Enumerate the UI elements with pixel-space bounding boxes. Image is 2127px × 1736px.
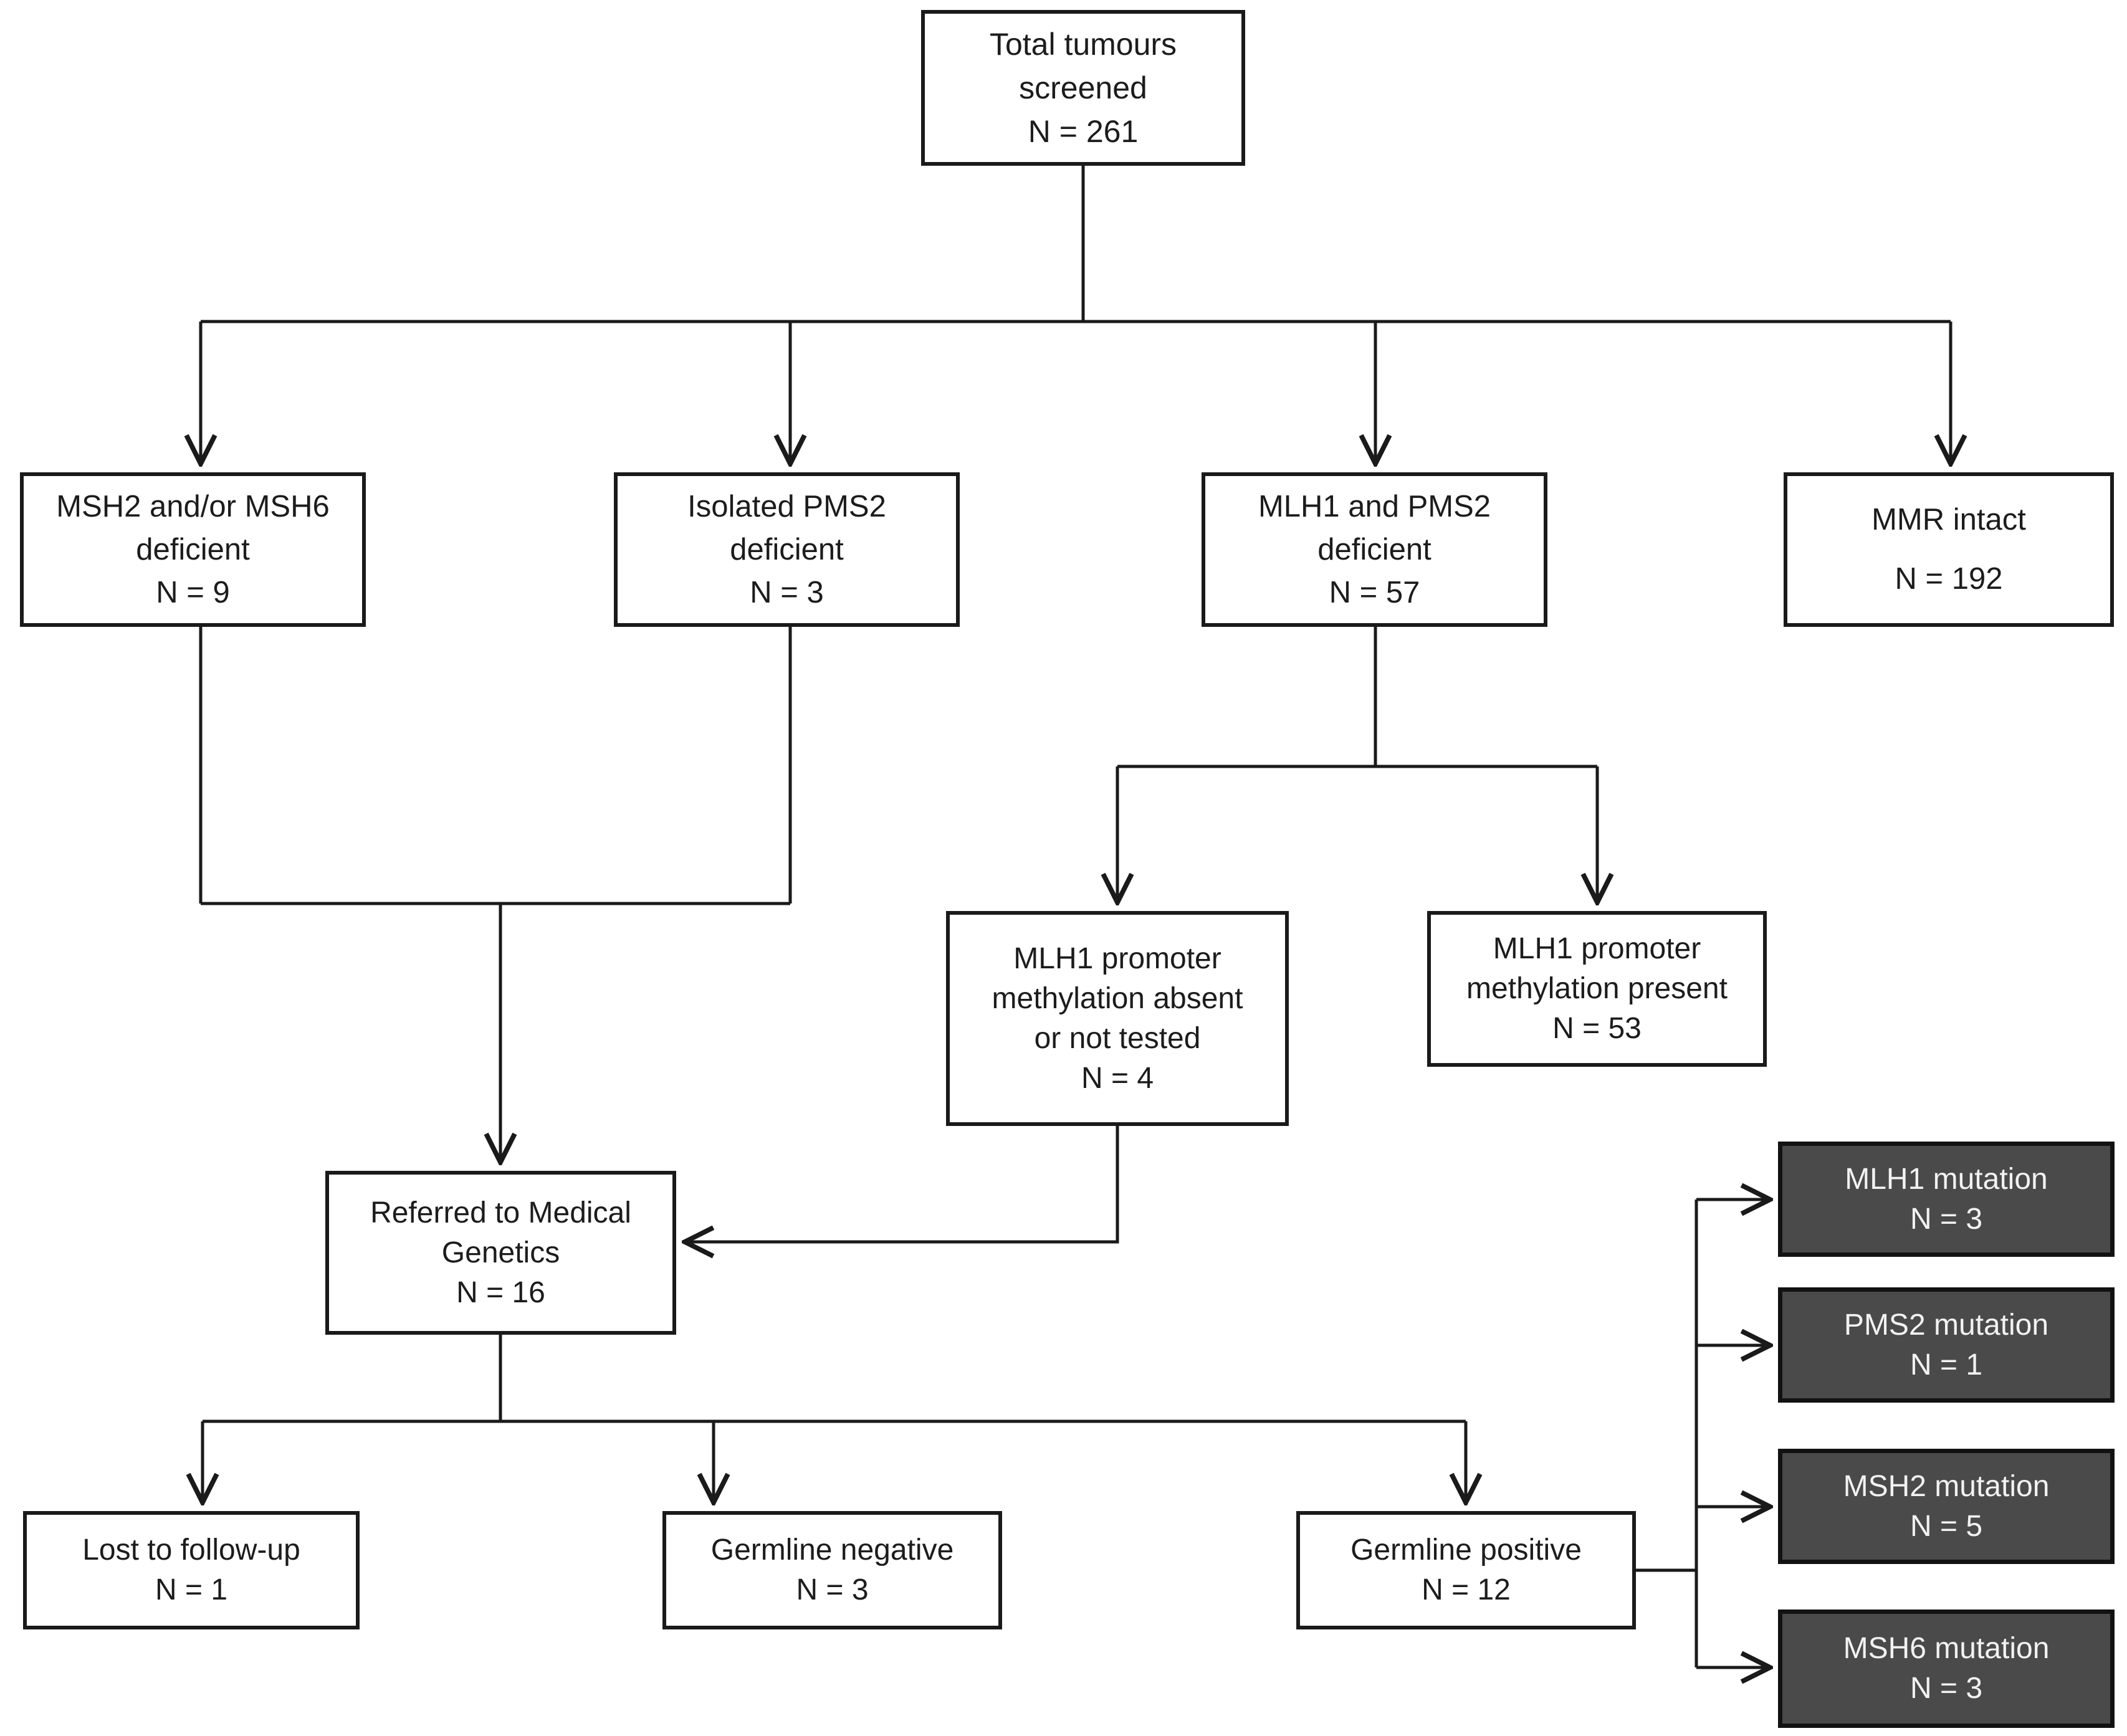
node-line: deficient <box>1317 532 1432 566</box>
node-mlh1-pms2-deficient[interactable]: MLH1 and PMS2 deficient N = 57 <box>1202 472 1547 627</box>
node-line: N = 192 <box>1895 562 2003 596</box>
node-label-msh2-mutation: MSH2 mutation N = 5 <box>1782 1467 2110 1547</box>
node-line: N = 53 <box>1552 1012 1642 1045</box>
node-label-germline-negative: Germline negative N = 3 <box>666 1530 998 1610</box>
node-line: PMS2 mutation <box>1843 1308 2049 1342</box>
node-pms2-mutation[interactable]: PMS2 mutation N = 1 <box>1778 1287 2115 1403</box>
node-line: or not tested <box>1034 1021 1201 1055</box>
node-line: N = 3 <box>796 1573 869 1606</box>
node-line: MLH1 mutation <box>1845 1162 2048 1196</box>
node-msh6-mutation[interactable]: MSH6 mutation N = 3 <box>1778 1610 2115 1728</box>
node-line: N = 4 <box>1081 1061 1154 1095</box>
node-line: Isolated PMS2 <box>687 489 886 523</box>
node-line: N = 3 <box>1910 1202 1983 1236</box>
node-germline-negative[interactable]: Germline negative N = 3 <box>662 1511 1002 1629</box>
node-line: Germline negative <box>710 1533 954 1567</box>
node-line: N = 261 <box>1028 114 1139 149</box>
node-line: methylation present <box>1466 972 1728 1005</box>
node-mlh1-methylation-present[interactable]: MLH1 promoter methylation present N = 53 <box>1427 911 1767 1067</box>
node-line: N = 3 <box>750 575 824 609</box>
node-line: Germline positive <box>1350 1533 1582 1567</box>
node-label-mlh1-pms2-deficient: MLH1 and PMS2 deficient N = 57 <box>1205 485 1544 614</box>
node-line: methylation absent <box>992 981 1243 1015</box>
node-label-germline-positive: Germline positive N = 12 <box>1300 1530 1632 1610</box>
node-label-msh6-mutation: MSH6 mutation N = 3 <box>1782 1629 2110 1709</box>
node-line: screened <box>1019 70 1147 105</box>
node-line: N = 12 <box>1422 1573 1511 1606</box>
connector-methyl-absent-to-referred <box>686 1126 1119 1242</box>
node-line: N = 1 <box>1910 1348 1983 1381</box>
node-label-mmr-intact: MMR intact N = 192 <box>1787 498 2110 601</box>
node-line: Total tumours <box>989 27 1177 62</box>
node-line: MLH1 promoter <box>1013 942 1221 975</box>
node-line: MSH2 mutation <box>1843 1469 2050 1503</box>
node-line: MSH2 and/or MSH6 <box>56 489 330 523</box>
node-line: N = 16 <box>456 1276 545 1309</box>
node-line: MSH6 mutation <box>1843 1632 2050 1665</box>
node-label-total-tumours-screened: Total tumours screened N = 261 <box>925 22 1241 153</box>
node-label-mlh1-methylation-present: MLH1 promoter methylation present N = 53 <box>1431 929 1763 1049</box>
node-mmr-intact[interactable]: MMR intact N = 192 <box>1784 472 2114 627</box>
node-line: N = 3 <box>1910 1672 1983 1705</box>
node-line: MMR intact <box>1871 503 2026 537</box>
node-isolated-pms2-deficient[interactable]: Isolated PMS2 deficient N = 3 <box>614 472 960 627</box>
node-line: N = 9 <box>156 575 230 609</box>
node-label-isolated-pms2-deficient: Isolated PMS2 deficient N = 3 <box>618 485 956 614</box>
node-line: MLH1 promoter <box>1493 932 1701 965</box>
node-label-mlh1-mutation: MLH1 mutation N = 3 <box>1782 1160 2110 1239</box>
node-label-lost-to-follow-up: Lost to follow-up N = 1 <box>27 1530 356 1610</box>
node-line: N = 5 <box>1910 1509 1983 1543</box>
node-label-mlh1-methylation-absent: MLH1 promoter methylation absent or not te… <box>950 939 1285 1099</box>
node-line: deficient <box>136 532 250 566</box>
node-line: MLH1 and PMS2 <box>1258 489 1491 523</box>
node-line: N = 1 <box>155 1573 228 1606</box>
node-line: Genetics <box>441 1236 560 1269</box>
node-mlh1-methylation-absent[interactable]: MLH1 promoter methylation absent or not te… <box>946 911 1289 1126</box>
node-lost-to-follow-up[interactable]: Lost to follow-up N = 1 <box>23 1511 360 1629</box>
node-label-msh2-msh6-deficient: MSH2 and/or MSH6 deficient N = 9 <box>24 485 362 614</box>
node-line: Referred to Medical <box>370 1196 631 1229</box>
node-total-tumours-screened[interactable]: Total tumours screened N = 261 <box>921 10 1245 166</box>
node-line: N = 57 <box>1329 575 1420 609</box>
node-germline-positive[interactable]: Germline positive N = 12 <box>1296 1511 1636 1629</box>
node-line-spacer <box>1796 541 2101 558</box>
node-label-pms2-mutation: PMS2 mutation N = 1 <box>1782 1305 2110 1385</box>
node-line: Lost to follow-up <box>82 1533 300 1567</box>
node-mlh1-mutation[interactable]: MLH1 mutation N = 3 <box>1778 1142 2115 1257</box>
node-msh2-mutation[interactable]: MSH2 mutation N = 5 <box>1778 1449 2115 1564</box>
node-msh2-msh6-deficient[interactable]: MSH2 and/or MSH6 deficient N = 9 <box>20 472 366 627</box>
node-line: deficient <box>730 532 844 566</box>
